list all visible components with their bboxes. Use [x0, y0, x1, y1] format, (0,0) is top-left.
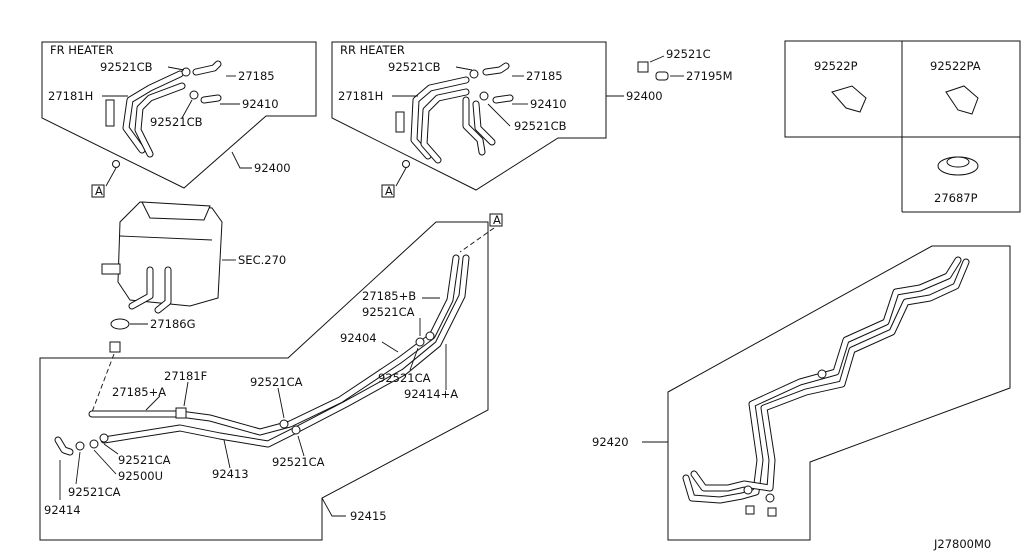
label-92404: 92404	[340, 331, 377, 345]
rr-label-92521cb-top: 92521CB	[388, 60, 441, 74]
rear-clip-2	[767, 507, 777, 517]
rr-heater-frame	[331, 41, 607, 191]
label-92415: 92415	[350, 509, 387, 523]
rr-ref-marker: A	[385, 184, 393, 198]
label-27185a: 27185+A	[112, 385, 166, 399]
grommet-27186g	[110, 318, 130, 330]
parts-table: 92522P 92522PA 27687P	[784, 40, 1021, 213]
fr-label-27181h: 27181H	[48, 89, 93, 103]
rr-label-27185: 27185	[526, 69, 563, 83]
fr-heater-frame	[41, 41, 317, 189]
fr-label-92521cb-top: 92521CB	[100, 60, 153, 74]
cap-27195m	[655, 71, 669, 81]
label-27687p: 27687P	[934, 191, 978, 205]
label-92420: 92420	[592, 435, 629, 449]
fr-clip	[112, 160, 120, 168]
clip-92522p	[831, 85, 867, 113]
rear-clamp-2	[765, 493, 775, 503]
clamp-center	[279, 419, 289, 429]
fr-ref-marker: A	[95, 184, 103, 198]
rr-heater-title: RR HEATER	[340, 43, 405, 57]
fr-clamp-bottom	[189, 90, 199, 100]
fr-label-92521cb-bottom: 92521CB	[150, 115, 203, 129]
clip-92522pa	[945, 85, 979, 115]
bracket-27181f	[175, 407, 187, 419]
rear-pipe-frame	[667, 245, 1011, 541]
main-pipe-group: A 27185+B 92521CA 92404	[39, 213, 503, 541]
clamp-upper	[425, 331, 435, 341]
label-27181f: 27181F	[164, 369, 207, 383]
fr-clamp-top	[181, 67, 191, 77]
rr-label-92400: 92400	[626, 89, 663, 103]
clip-lower	[109, 341, 121, 353]
clamp-bl	[75, 441, 85, 451]
rr-ref-box	[381, 184, 395, 198]
rear-pipe-group: 92420	[592, 245, 1011, 541]
grommet-inner	[946, 156, 970, 168]
fr-ref-box	[91, 184, 105, 198]
label-27195m: 27195M	[686, 69, 733, 83]
clamp-bottom	[291, 425, 301, 435]
label-92522p: 92522P	[814, 59, 858, 73]
rr-heater-group: RR HEATER A 92521CB 27185 27181H 92410 9…	[331, 41, 663, 198]
heater-unit-group: SEC.270 27186G	[91, 201, 286, 413]
label-92521ca-left: 92521CA	[250, 375, 303, 389]
fr-bracket	[105, 99, 115, 127]
rr-label-92410: 92410	[530, 97, 567, 111]
fr-heater-title: FR HEATER	[50, 43, 113, 57]
label-27186g: 27186G	[150, 317, 196, 331]
heater-tab	[101, 263, 121, 275]
diagram-code: J27800M0	[933, 537, 991, 551]
label-92521ca-mid: 92521CA	[378, 371, 431, 385]
rr-label-92521cb-bottom: 92521CB	[514, 119, 567, 133]
clamp-92500u	[89, 439, 99, 449]
main-pipe-frame	[39, 221, 489, 541]
label-92414a: 92414+A	[404, 387, 458, 401]
clamp-left	[99, 433, 109, 443]
rr-label-27181h: 27181H	[338, 89, 383, 103]
main-ref-box	[489, 213, 503, 227]
label-92521ca-bottomleft: 92521CA	[68, 485, 121, 499]
label-27185b: 27185+B	[362, 289, 416, 303]
clip-parts-group: 92521C 27195M	[637, 47, 733, 83]
heater-unit-top	[141, 201, 211, 221]
rear-clip-1	[745, 505, 755, 515]
label-92521ca-upper: 92521CA	[362, 305, 415, 319]
label-sec270: SEC.270	[238, 253, 286, 267]
label-92521ca-center: 92521CA	[118, 453, 171, 467]
fr-label-92400: 92400	[254, 161, 291, 175]
clamp-mid	[415, 337, 425, 347]
rr-bracket	[395, 111, 405, 133]
fr-label-27185: 27185	[238, 69, 275, 83]
label-92522pa: 92522PA	[930, 59, 981, 73]
rr-clamp-bottom	[479, 91, 489, 101]
clip-92521c	[637, 61, 649, 73]
label-92413: 92413	[212, 467, 249, 481]
label-92521ca-bottom: 92521CA	[272, 455, 325, 469]
label-92414: 92414	[44, 503, 81, 517]
label-92500u: 92500U	[118, 469, 163, 483]
rr-clip	[402, 160, 410, 168]
main-ref-marker: A	[493, 213, 501, 227]
label-92521c: 92521C	[666, 47, 711, 61]
fr-heater-group: FR HEATER A 92521CB 27185 27181H 92410 9…	[41, 41, 317, 198]
rear-clamp-1	[743, 485, 753, 495]
rear-clamp-3	[817, 369, 827, 379]
rr-clamp-top	[469, 69, 479, 79]
fr-label-92410: 92410	[242, 97, 279, 111]
